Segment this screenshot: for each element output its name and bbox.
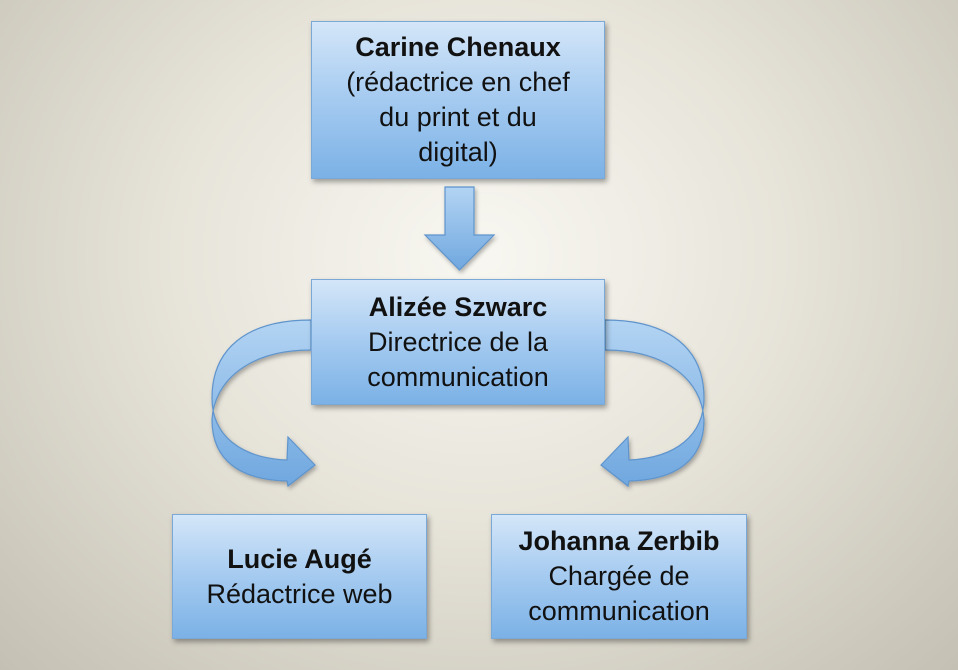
node-role: Chargée de communication [528, 561, 710, 626]
node-lucie-auge: Lucie Augé Rédactrice web [172, 514, 427, 639]
node-alizee-szwarc: Alizée Szwarc Directrice de la communica… [311, 279, 605, 405]
down-arrow [423, 186, 496, 271]
node-name: Lucie Augé [227, 543, 372, 574]
right-curved-arrow [600, 319, 705, 488]
node-carine-chenaux: Carine Chenaux (rédactrice en chef du pr… [311, 21, 605, 179]
left-curved-arrow [211, 319, 316, 488]
node-name: Alizée Szwarc [368, 291, 548, 322]
node-role: Rédactrice web [206, 578, 393, 609]
node-johanna-zerbib: Johanna Zerbib Chargée de communication [491, 514, 747, 639]
node-name: Carine Chenaux [355, 32, 561, 62]
node-name: Johanna Zerbib [518, 526, 720, 556]
node-role: (rédactrice en chef du print et du digit… [346, 67, 570, 167]
node-role: Directrice de la communication [367, 326, 549, 392]
